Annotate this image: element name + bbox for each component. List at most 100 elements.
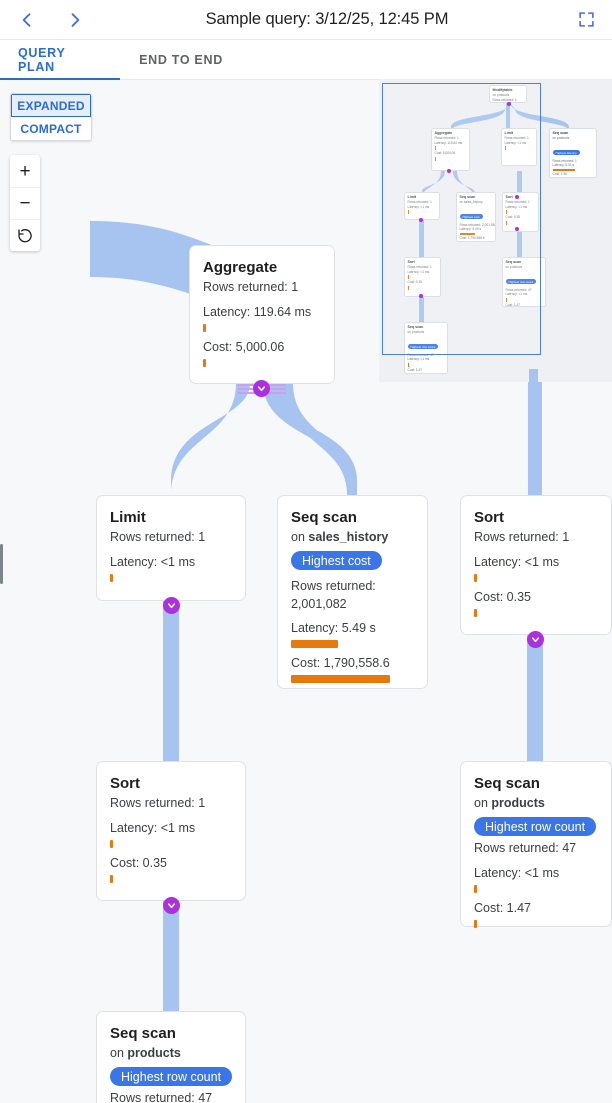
node-sort-right[interactable]: Sort Rows returned: 1 Latency: <1 ms Cos… xyxy=(460,495,612,635)
minimap-node-seqscan-products-right[interactable]: Seq scan on products Highest row count R… xyxy=(502,257,546,307)
on-prefix: on xyxy=(110,1046,128,1060)
node-title: Seq scan xyxy=(110,1025,176,1042)
status-badge-highest-cost: Highest cost xyxy=(291,551,382,570)
minimap-node-title: Seq scan xyxy=(505,260,522,264)
minimap-collapse-dot xyxy=(507,102,511,106)
next-query-button[interactable] xyxy=(58,3,92,37)
node-sort-left[interactable]: Sort Rows returned: 1 Latency: <1 ms Cos… xyxy=(96,761,246,901)
layout-option-compact[interactable]: COMPACT xyxy=(20,121,82,136)
minimap-collapse-dot xyxy=(515,195,519,199)
node-latency: Latency: <1 ms xyxy=(110,821,196,835)
chevron-down-icon xyxy=(167,903,176,909)
node-cost: Cost: 5,000.06 xyxy=(203,340,285,354)
tab-bar: QUERY PLAN END TO END xyxy=(0,40,612,80)
edge-aggregate-seqscan xyxy=(262,378,357,496)
collapse-toggle-limit[interactable] xyxy=(163,597,180,614)
minimap-node-rows: Rows returned: 1 xyxy=(434,136,459,140)
canvas-scroll-handle[interactable] xyxy=(0,544,3,584)
minimap-node-limit-mid[interactable]: Limit Rows returned: 1 Latency: <1 ms xyxy=(404,192,440,220)
minimap-node-rows: Rows returned: 1 xyxy=(407,200,432,204)
node-seqscan-products-bottom[interactable]: Seq scan on products Highest row count R… xyxy=(96,1011,246,1103)
node-title: Aggregate xyxy=(203,259,278,276)
minimap-node-rows: Rows returned: 2,001,082 xyxy=(459,222,496,227)
minimap-badge: Highest row count xyxy=(505,279,537,285)
table-name: sales_history xyxy=(308,530,389,544)
minimap-badge: Highest cost xyxy=(459,214,483,220)
node-title: Sort xyxy=(110,775,140,792)
collapse-toggle-sort-left[interactable] xyxy=(163,897,180,914)
node-cost: Cost: 0.35 xyxy=(474,590,531,604)
minimap-node-rows: Rows returned: 1 xyxy=(552,158,577,163)
minimap-node-title: Limit xyxy=(407,195,417,199)
collapse-toggle-sort-right[interactable] xyxy=(527,631,544,648)
node-latency: Latency: 5.49 s xyxy=(291,621,376,635)
minimap-node-cost: Cost: 1,790,558.6 xyxy=(459,235,485,240)
on-prefix: on xyxy=(474,796,492,810)
minimap-node-sort-low[interactable]: Sort Rows returned: 1 Latency: <1 ms Cos… xyxy=(404,257,441,297)
minimap-viewport[interactable] xyxy=(382,83,541,355)
edge-aggregate-limit xyxy=(171,383,250,495)
node-aggregate[interactable]: Aggregate Rows returned: 1 Latency: 119.… xyxy=(189,245,335,384)
minimap-node-title: Seq scan xyxy=(407,325,424,329)
tab-end-to-end[interactable]: END TO END xyxy=(139,53,223,67)
minimap-node-seqscan-sales-history[interactable]: Seq scan on sales_history Highest cost R… xyxy=(456,192,496,242)
node-seqscan-products-right[interactable]: Seq scan on products Highest row count R… xyxy=(460,761,612,928)
minimap-node-title: Sort xyxy=(505,195,513,199)
minimap-badge: Highest latency xyxy=(552,150,580,156)
chevron-down-icon xyxy=(257,386,266,392)
zoom-in-button[interactable]: + xyxy=(19,160,31,182)
minimap-node-cost: Cost: 1.47 xyxy=(407,367,423,372)
minimap-node-aggregate[interactable]: Aggregate Rows returned: 1 Latency: 119.… xyxy=(431,128,470,171)
minimap-node-limit-top[interactable]: Limit Rows returned: 1 Latency: <1 ms xyxy=(501,128,537,166)
layout-mode-toggle[interactable]: EXPANDED COMPACT xyxy=(10,93,92,141)
edge-sort-seqscan-right xyxy=(527,635,543,781)
latency-bar xyxy=(110,574,113,582)
minimap-node-latency: Latency: 5.49 s xyxy=(459,227,482,232)
edge-limit-sort xyxy=(163,601,179,781)
node-rows: Rows returned: 47 xyxy=(474,841,577,855)
minimap-node-title: Limit xyxy=(504,131,514,135)
minimap-node-sub: on products xyxy=(552,136,570,140)
minimap-node-sub: on sales_history xyxy=(459,200,483,204)
cost-bar xyxy=(474,609,477,617)
node-rows: Rows returned: 47 xyxy=(110,1091,213,1103)
node-latency: Latency: <1 ms xyxy=(474,866,560,880)
layout-option-expanded[interactable]: EXPANDED xyxy=(11,94,91,117)
reset-view-button[interactable] xyxy=(10,219,40,251)
chevron-right-icon xyxy=(71,12,80,27)
table-name: products xyxy=(127,1046,181,1060)
zoom-out-button[interactable]: − xyxy=(10,187,40,219)
node-rows: Rows returned: 1 xyxy=(474,530,570,544)
chevron-left-icon xyxy=(22,12,31,27)
node-cost: Cost: 1,790,558.6 xyxy=(291,656,390,670)
tab-query-plan[interactable]: QUERY PLAN xyxy=(0,40,120,80)
latency-bar xyxy=(110,840,113,848)
cost-bar xyxy=(291,675,390,683)
fullscreen-icon xyxy=(578,12,594,27)
node-rows: Rows returned: 1 xyxy=(203,280,299,294)
zoom-controls[interactable]: + − xyxy=(10,155,40,251)
fullscreen-button[interactable] xyxy=(568,2,604,38)
edge-right-trunk xyxy=(528,381,542,497)
chevron-down-icon xyxy=(167,603,176,609)
minimap-node-rows: Rows returned: 1 xyxy=(505,200,530,204)
minimap-node-latency: Latency: <1 ms xyxy=(504,140,527,145)
minimap-node-latency: Latency: 5.01 s xyxy=(552,163,575,168)
minimap[interactable]: Modifytable on products Rows returned: 1… xyxy=(379,79,612,382)
node-limit[interactable]: Limit Rows returned: 1 Latency: <1 ms xyxy=(96,495,246,601)
node-title: Limit xyxy=(110,509,146,526)
minimap-node-seqscan-highest-latency[interactable]: Seq scan on products Highest latency Row… xyxy=(549,128,597,178)
minimap-node-latency: Latency: <1 ms xyxy=(505,292,528,297)
cost-bar xyxy=(110,875,113,883)
node-seqscan-sales-history[interactable]: Seq scan on sales_history Highest cost R… xyxy=(277,495,428,689)
minimap-node-sub: on products xyxy=(505,265,523,269)
minimap-node-latency: Latency: <1 ms xyxy=(407,204,430,209)
minimap-badge: Highest row count xyxy=(407,344,439,350)
minimap-collapse-dot xyxy=(419,294,423,298)
minimap-node-cost: Cost: 0.35 xyxy=(407,280,423,285)
minimap-node-cost: Cost: 1.50 xyxy=(552,171,568,176)
minimap-node-sort-mid[interactable]: Sort Rows returned: 1 Latency: <1 ms Cos… xyxy=(502,192,539,232)
previous-query-button[interactable] xyxy=(10,3,44,37)
collapse-toggle-aggregate[interactable] xyxy=(253,380,270,397)
node-latency: Latency: 119.64 ms xyxy=(203,305,312,319)
